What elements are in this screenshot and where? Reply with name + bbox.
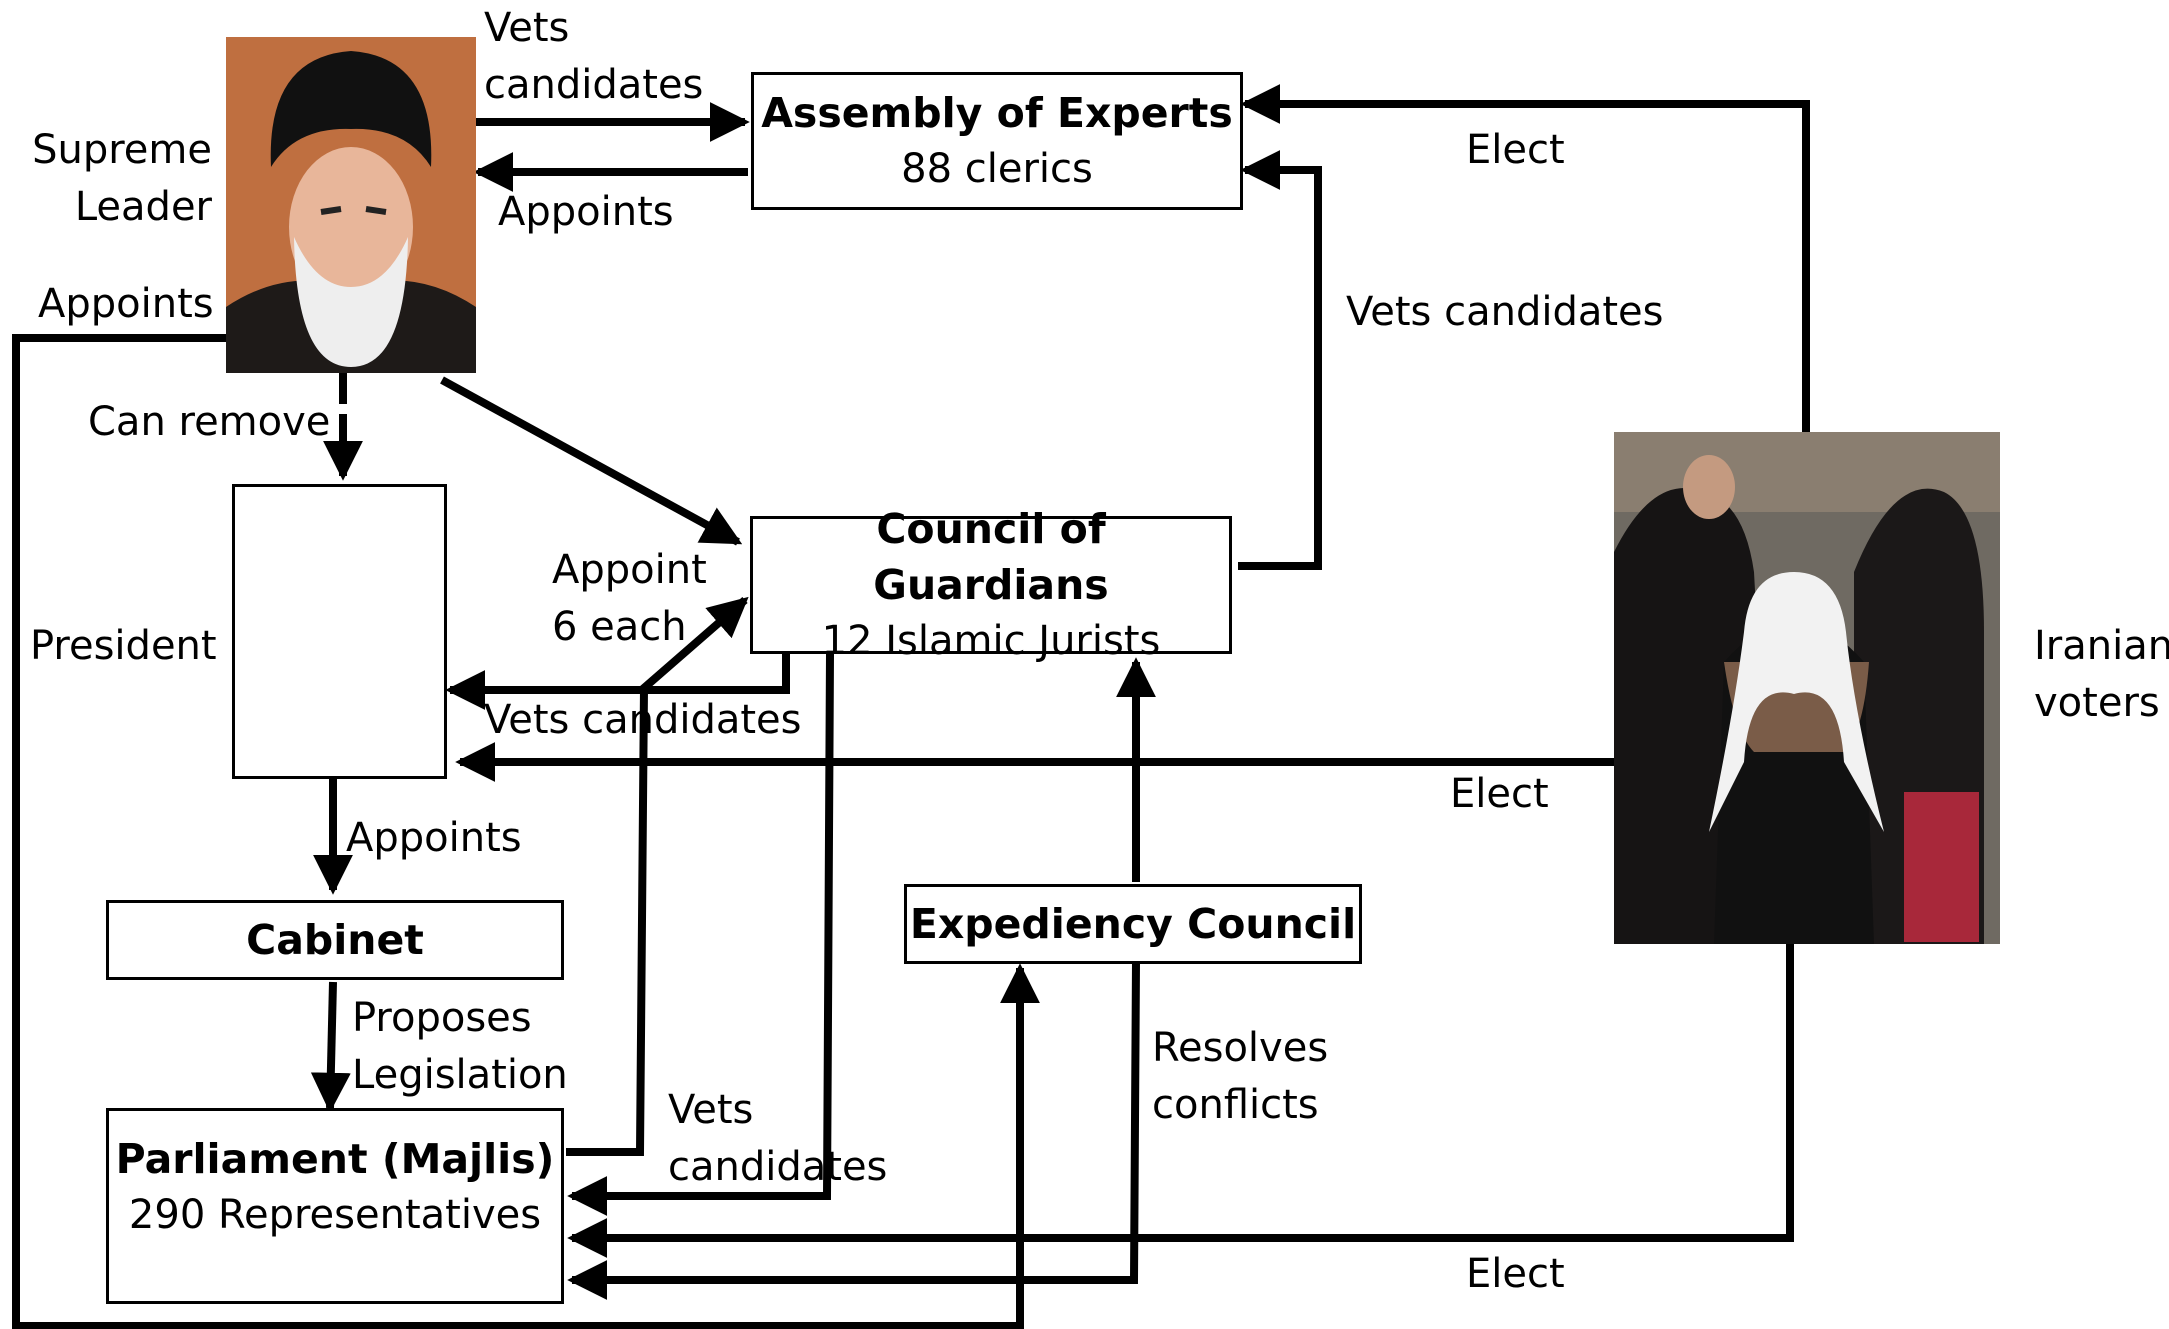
- assembly-of-experts-box: Assembly of Experts 88 clerics: [751, 72, 1243, 210]
- expediency-title: Expediency Council: [909, 900, 1357, 948]
- supreme-leader-label: Supreme Leader: [32, 127, 212, 230]
- parliament-subtitle: 290 Representatives: [128, 1192, 542, 1238]
- assembly-subtitle: 88 clerics: [901, 145, 1093, 192]
- portrait-photo-icon: [226, 37, 476, 373]
- assembly-title: Assembly of Experts: [761, 88, 1233, 137]
- edge-label-voters-elect-parliament: Elect: [1466, 1251, 1565, 1297]
- iranian-voters-photo: [1614, 432, 2000, 944]
- arrow-guardians-to-assembly: [1238, 150, 1322, 570]
- supreme-leader-photo: [226, 37, 476, 373]
- council-of-guardians-box: Council of Guardians 12 Islamic Jurists: [750, 505, 1232, 664]
- arrow-voters-to-assembly: [1240, 84, 1810, 432]
- edge-label-voters-elect-assembly: Elect: [1466, 127, 1565, 173]
- arrow-leader-to-guardians: [440, 376, 743, 546]
- parliament-box: Parliament (Majlis) 290 Representatives: [106, 1108, 564, 1304]
- arrow-guardians-to-president: [445, 654, 790, 710]
- edge-label-leader-can-remove: Can remove: [88, 399, 331, 445]
- edge-label-guardians-vets-parliament: Vets candidates: [668, 1087, 888, 1190]
- voters-photo-icon: [1614, 432, 2000, 944]
- president-label: President: [30, 623, 217, 669]
- cabinet-title: Cabinet: [246, 916, 424, 964]
- edge-label-appoint-6-each: Appoint 6 each: [552, 547, 707, 650]
- edge-label-guardians-vets-president: Vets candidates: [484, 697, 802, 743]
- arrow-parliament-to-guardians: [566, 596, 749, 1156]
- parliament-title: Parliament (Majlis): [115, 1135, 555, 1183]
- guardians-title: Council of Guardians: [873, 504, 1109, 609]
- arrow-cabinet-to-parliament: [310, 981, 351, 1113]
- arrow-voters-to-parliament: [567, 944, 1794, 1258]
- arrow-leader-to-expediency: [12, 334, 1040, 1329]
- cabinet-box: Cabinet: [106, 900, 564, 980]
- edge-label-president-appoints-cabinet: Appoints: [346, 815, 522, 861]
- expediency-council-box: Expediency Council: [904, 884, 1362, 964]
- edge-label-leader-vets-assembly: Vets candidates: [484, 5, 704, 108]
- arrow-expediency-to-parliament: [567, 961, 1140, 1300]
- guardians-subtitle: 12 Islamic Jurists: [821, 617, 1161, 664]
- edge-label-expediency-resolves: Resolves conflicts: [1152, 1025, 1329, 1128]
- edge-label-voters-elect-president: Elect: [1450, 771, 1549, 817]
- edge-label-cabinet-proposes: Proposes Legislation: [352, 995, 568, 1098]
- edge-label-assembly-appoints-leader: Appoints: [498, 189, 674, 235]
- edge-label-leader-appoints: Appoints: [38, 281, 214, 327]
- president-box: [232, 484, 447, 779]
- iranian-voters-label: Iranian voters: [2034, 623, 2169, 726]
- edge-label-guardians-vets-assembly: Vets candidates: [1346, 289, 1664, 335]
- arrow-guardians-to-parliament: [567, 653, 834, 1216]
